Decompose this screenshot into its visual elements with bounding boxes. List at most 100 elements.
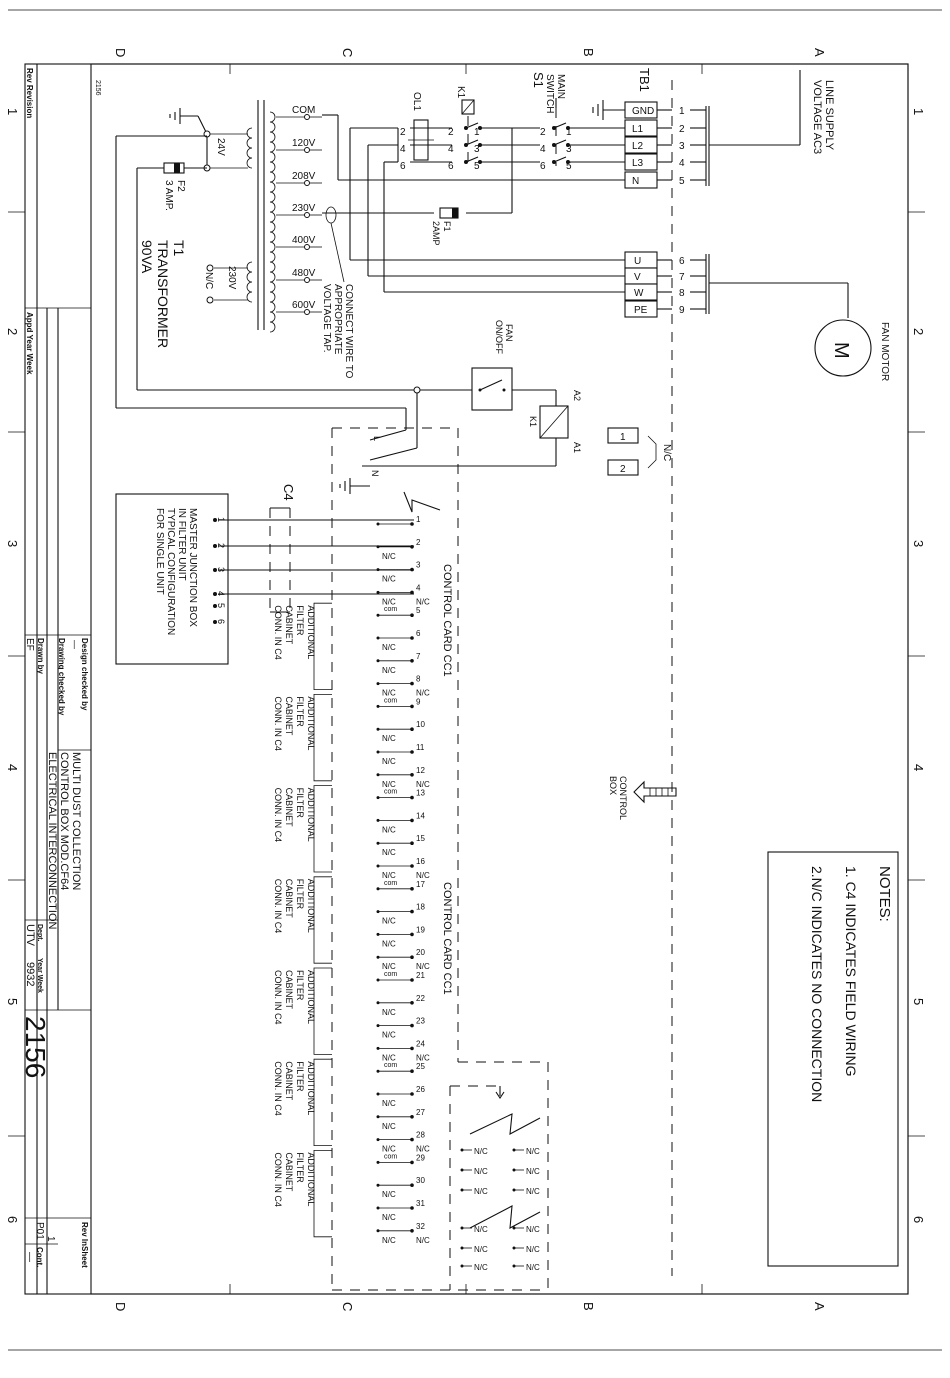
tb-cont-value: — — [24, 1252, 35, 1262]
tb-design-checked: Design checked by — [80, 638, 89, 711]
card-terminal-number: 8 — [416, 675, 421, 684]
additional-filter-label: CONN. IN C4 — [273, 788, 283, 843]
additional-filter-label: CABINET — [284, 696, 294, 736]
junction-box-line-4: FOR SINGLE UNIT — [154, 508, 165, 595]
grid-col-4-right: 4 — [911, 764, 926, 771]
s1-pin: 2 — [540, 127, 546, 138]
line-supply-1: LINE SUPPLY — [823, 80, 835, 151]
card-nc-label: N/C — [416, 689, 430, 698]
tb-title-line-2: CONTROL BOX MOD.CF64 — [58, 752, 70, 890]
tb1-terminal-label: L1 — [632, 124, 644, 135]
tx-line-2: 90VA — [139, 240, 155, 274]
card-terminal-number: 28 — [416, 1131, 425, 1140]
card-terminal-number: 27 — [416, 1108, 425, 1117]
card-terminal-number: 29 — [416, 1153, 425, 1162]
card-terminal-number: 13 — [416, 789, 425, 798]
fan-motor-label: FAN MOTOR — [879, 322, 890, 381]
card-terminal-number: 12 — [416, 766, 425, 775]
additional-filter-label: CABINET — [284, 788, 294, 828]
main-switch-line-1: MAIN — [555, 74, 566, 99]
lower-nc-label: N/C — [526, 1147, 540, 1156]
tx-tap-230v: 230V — [292, 203, 316, 214]
card-nc-label: N/C — [416, 871, 430, 880]
fan-motor: M FAN MOTOR — [814, 319, 890, 381]
k1-coil-a2: A2 — [572, 390, 582, 401]
additional-filter-label: CABINET — [284, 879, 294, 919]
card-nc-label: N/C — [382, 1145, 396, 1154]
tb1-terminal-number: 2 — [679, 124, 685, 135]
lower-nc-label: N/C — [526, 1225, 540, 1234]
grid-rows-bottom: D C B A — [113, 1302, 827, 1311]
grid-row-b-bottom: B — [581, 1302, 596, 1311]
grid-col-6: 6 — [5, 1216, 20, 1223]
tb1-terminal-label: U — [634, 256, 641, 267]
additional-filter-label: ADDITIONAL — [306, 1152, 316, 1206]
tb-title-line-3: ELECTRICAL INTERCONNECTION — [46, 752, 58, 930]
card-nc-label: N/C — [416, 597, 430, 606]
card-terminal-number: 26 — [416, 1085, 425, 1094]
s1-pin: 5 — [566, 161, 572, 172]
tb1-terminal-number: 7 — [679, 272, 685, 283]
ol1-pin: 2 — [400, 127, 406, 138]
control-box-line-2: BOX — [608, 776, 618, 795]
lower-nc-label: N/C — [474, 1245, 488, 1254]
tb-rev-label: Rev InSheet — [80, 1222, 89, 1268]
grid-col-1: 1 — [5, 108, 20, 115]
grid-rows-top: D C B A — [113, 48, 827, 57]
nc-box-2: 2 — [620, 464, 626, 475]
tb1-terminal-label: V — [634, 272, 641, 283]
card-terminal-number: 32 — [416, 1222, 425, 1231]
k1-pin: 4 — [448, 144, 454, 155]
nc-indicator: 1 2 N/C — [607, 427, 672, 476]
fan-on-off-switch[interactable]: FAN ON/OFF — [471, 320, 514, 411]
tx-tap-400v: 400V — [292, 235, 316, 246]
card-nc-label: N/C — [382, 1236, 396, 1245]
card-terminal-number: 9 — [416, 697, 421, 706]
k1-coil-a1: A1 — [572, 442, 582, 453]
additional-filter-label: CONN. IN C4 — [273, 696, 283, 751]
line-supply-2: VOLTAGE AC3 — [811, 80, 823, 154]
additional-filter-label: FILTER — [295, 605, 305, 636]
card-nc-label: N/C — [382, 1213, 396, 1222]
card-nc-label: N/C — [382, 757, 396, 766]
card-nc-label: N/C — [416, 1053, 430, 1062]
tb1-terminal-number: 3 — [679, 141, 685, 152]
nc-indicator-label: N/C — [661, 444, 672, 461]
control-card-outline — [331, 80, 673, 1291]
grid-cols-left: 1 2 3 4 5 6 — [5, 108, 20, 1223]
tx-sec-nc: N/C — [203, 272, 214, 289]
additional-filter-label: CABINET — [284, 1061, 294, 1101]
card-terminal-number: 11 — [416, 743, 425, 752]
tb1-terminal-label: L2 — [632, 141, 644, 152]
grid-row-d: D — [113, 48, 128, 57]
card-terminal-number: 20 — [416, 948, 425, 957]
grid-col-5-right: 5 — [911, 998, 926, 1005]
tx-line-1: TRANSFORMER — [155, 240, 171, 348]
additional-filter-label: ADDITIONAL — [306, 879, 316, 933]
card-nc-label: N/C — [382, 552, 396, 561]
fan-switch-line-1: FAN — [504, 324, 514, 342]
tb-drawn-name: EF — [24, 638, 35, 651]
tb-title-line-1: MULTI DUST COLLECTION — [70, 752, 82, 890]
k1-pin: 6 — [448, 161, 454, 172]
tb1-terminal-label: L3 — [632, 158, 644, 169]
additional-filter-label: FILTER — [295, 1061, 305, 1092]
card-nc-label: N/C — [416, 962, 430, 971]
fan-motor-symbol: M — [830, 342, 852, 359]
tb1-terminal-number: 8 — [679, 288, 685, 299]
card-nc-label: N/C — [382, 734, 396, 743]
card-nc-label: N/C — [382, 780, 396, 789]
tb-year-week: 9932 — [24, 962, 36, 986]
f1-rating: 2AMP — [431, 221, 441, 246]
s1-pin: 1 — [566, 127, 572, 138]
additional-filter-label: FILTER — [295, 788, 305, 819]
title-block: Rev Revision Appd Year Week Design check… — [20, 64, 91, 1294]
f2-rating: 3 AMP. — [163, 180, 174, 211]
tap-note-2: APPROPRIATE — [332, 284, 343, 355]
tb-rev-value: P01 — [34, 1222, 45, 1240]
card-terminal-number: 14 — [416, 811, 425, 820]
card-terminal-number: 2 — [416, 538, 421, 547]
